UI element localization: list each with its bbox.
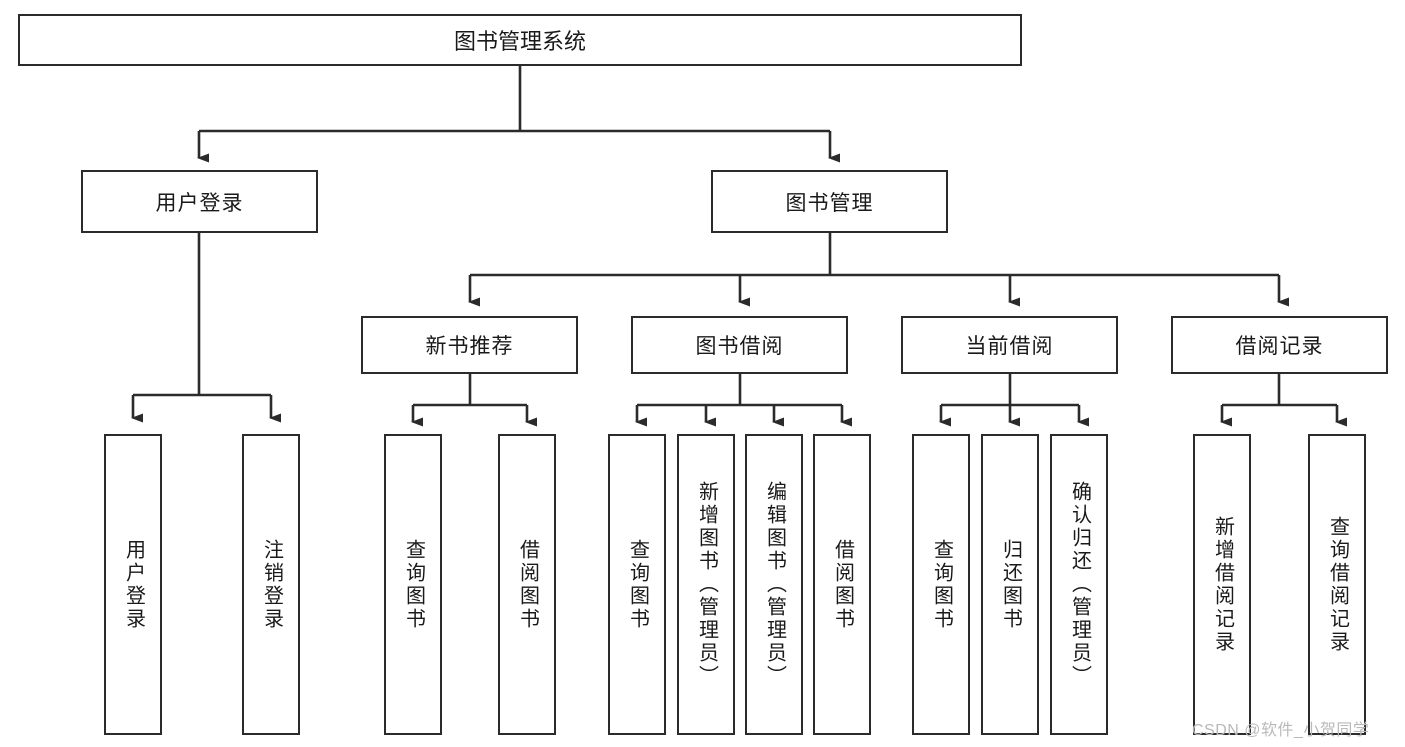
leaf-query-book-3-label: 查询图书 [930, 538, 953, 631]
leaf-logout-login[interactable]: 注销登录 [242, 434, 300, 735]
leaf-add-book-label: 新增图书（管理员） [695, 481, 718, 688]
leaf-return-book-label: 归还图书 [999, 538, 1022, 631]
leaf-query-record[interactable]: 查询借阅记录 [1308, 434, 1366, 735]
node-new-book-recommend-label: 新书推荐 [425, 335, 514, 358]
leaf-query-record-label: 查询借阅记录 [1326, 515, 1349, 654]
leaf-query-book-2-label: 查询图书 [626, 538, 649, 631]
node-borrow-record[interactable]: 借阅记录 [1171, 316, 1388, 374]
leaf-query-book-2[interactable]: 查询图书 [608, 434, 666, 735]
leaf-borrow-book-1[interactable]: 借阅图书 [498, 434, 556, 735]
leaf-edit-book-label: 编辑图书（管理员） [763, 481, 786, 688]
leaf-edit-book[interactable]: 编辑图书（管理员） [745, 434, 803, 735]
leaf-borrow-book-1-label: 借阅图书 [516, 538, 539, 631]
node-book-management-label: 图书管理 [785, 191, 874, 215]
leaf-user-login-label: 用户登录 [122, 538, 145, 631]
leaf-query-book-1[interactable]: 查询图书 [384, 434, 442, 735]
node-root-label: 图书管理系统 [453, 29, 586, 54]
leaf-borrow-book-2[interactable]: 借阅图书 [813, 434, 871, 735]
node-new-book-recommend[interactable]: 新书推荐 [361, 316, 578, 374]
leaf-confirm-return[interactable]: 确认归还（管理员） [1050, 434, 1108, 735]
node-user-login-label: 用户登录 [155, 191, 244, 215]
leaf-logout-login-label: 注销登录 [260, 538, 283, 631]
leaf-query-book-1-label: 查询图书 [402, 538, 425, 631]
leaf-borrow-book-2-label: 借阅图书 [831, 538, 854, 631]
node-current-borrow[interactable]: 当前借阅 [901, 316, 1118, 374]
leaf-add-book[interactable]: 新增图书（管理员） [677, 434, 735, 735]
node-book-borrow[interactable]: 图书借阅 [631, 316, 848, 374]
leaf-user-login[interactable]: 用户登录 [104, 434, 162, 735]
node-current-borrow-label: 当前借阅 [965, 335, 1054, 358]
leaf-add-record-label: 新增借阅记录 [1211, 515, 1234, 654]
leaf-return-book[interactable]: 归还图书 [981, 434, 1039, 735]
leaf-confirm-return-label: 确认归还（管理员） [1068, 481, 1091, 688]
node-root[interactable]: 图书管理系统 [18, 14, 1022, 66]
leaf-add-record[interactable]: 新增借阅记录 [1193, 434, 1251, 735]
node-borrow-record-label: 借阅记录 [1235, 335, 1324, 358]
node-book-borrow-label: 图书借阅 [695, 335, 784, 358]
watermark: CSDN @软件_小贺同学 [1192, 722, 1370, 739]
node-book-management[interactable]: 图书管理 [711, 170, 948, 233]
node-user-login[interactable]: 用户登录 [81, 170, 318, 233]
leaf-query-book-3[interactable]: 查询图书 [912, 434, 970, 735]
